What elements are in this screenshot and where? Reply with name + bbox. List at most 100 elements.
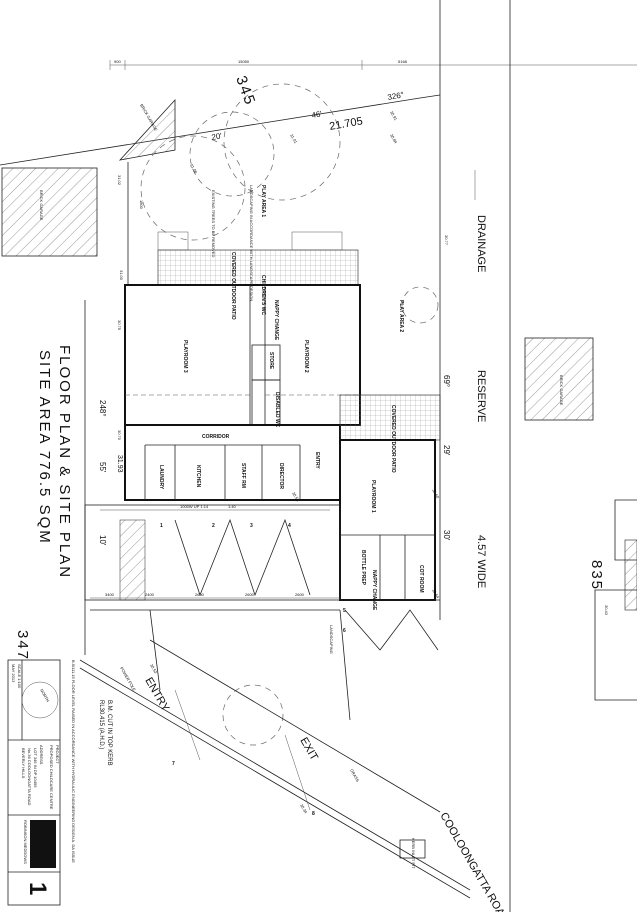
title-block-note-label: B.9/111.15 FLOOR LEVEL RAISED IN ACCORDA…	[71, 660, 76, 863]
site-landscaping-label: LANDSCAPING	[329, 625, 334, 654]
top-dimension: 900 15050 5168	[109, 59, 637, 70]
rooms-childrens-wc-label: CHILDREN'S WC	[260, 275, 266, 315]
levels-15-label: 30.34	[299, 803, 309, 815]
bearings-0-label: 326°	[387, 90, 405, 102]
rooms-covered-patio-label: COVERED OUTDOOR PATIO	[390, 405, 396, 473]
bays-5-label: 6	[343, 628, 346, 634]
rooms-playroom-3-label: PLAYROOM 3	[182, 340, 188, 373]
rooms-play-area-1-label: PLAY AREA 1	[260, 185, 266, 217]
bays-1-label: 2	[212, 523, 215, 529]
lot-835: 835	[588, 560, 605, 591]
site-area: SITE AREA 776.5 SQM	[36, 350, 53, 545]
title-block-project-label-label: PROJECT	[55, 745, 60, 764]
covered-patio-top: COVERED OUTDOOR PATIO	[157, 231, 359, 320]
site-exit-label: EXIT	[297, 736, 320, 763]
road-name: COOLOONGATTA ROAD	[437, 811, 510, 912]
levels-1-label: 31.08	[189, 163, 199, 175]
bearings: 326° 46' 20' 248° 55' 10' 69° 29' 30'	[98, 90, 451, 546]
bays-6-label: 7	[172, 761, 175, 767]
levels-5-label: 31.00	[119, 270, 124, 281]
firm-logo	[30, 820, 56, 868]
rooms-disabled-wc-label: DISABLED WC	[274, 392, 280, 428]
rooms-corridor-label: CORRIDOR	[202, 434, 230, 440]
bearings-8-label: 30'	[442, 530, 451, 541]
rooms-playroom-2-label: PLAYROOM 2	[303, 340, 309, 373]
site-grass-label: GRASS	[349, 768, 360, 783]
levels-14-label: 30.53	[149, 663, 159, 675]
bays-0-label: 1	[160, 523, 163, 529]
rooms-nappy-change-label: NAPPY CHANGE	[273, 300, 279, 341]
rooms-cot-room-label: COT ROOM	[418, 565, 424, 593]
levels-3-label: 30.84	[389, 133, 399, 145]
title-block-address-3-label: BEVERLY HILLS	[21, 748, 26, 779]
levels-13-label: 30.43	[604, 605, 609, 616]
boundary-dim: 21.705	[328, 115, 363, 133]
rooms-ramp-2-label: 1:40	[228, 504, 237, 509]
rooms-staff-rm-label: STAFF RM	[240, 463, 246, 488]
title-block: NORTH B.9/111.15 FLOOR LEVEL RAISED IN A…	[7, 659, 76, 906]
parking: 1000W UP 1:14 1:40 1 2 3 4 5 6 3400 2400…	[84, 504, 440, 721]
widths-1-label: 2400	[145, 592, 155, 597]
bearings-4-label: 55'	[98, 462, 107, 473]
title-block-address-label-label: ADDRESS	[39, 745, 44, 765]
widths-0-label: 3400	[105, 592, 115, 597]
bays-4-label: 5	[343, 608, 346, 614]
site-bm-rl-label: RL30.415 (A.H.D.)	[98, 700, 104, 749]
site-bm-label: B.M. CUT IN TOP KERB	[106, 700, 112, 766]
site-existing-trees-label: EXISTING TREES TO BE REMOVED	[211, 190, 216, 257]
reserve-width: 4.57 WIDE	[475, 535, 487, 588]
site-brick-garage-label: BRICK GARAGE	[559, 375, 564, 406]
spot-levels: 31.01 31.08 30.91 30.84 31.02 31.00 30.7…	[116, 110, 609, 815]
dimensions-top-mid-label: 15050	[238, 59, 250, 64]
existing-trees: EXISTING TREES TO BE REMOVED	[140, 83, 439, 746]
rooms-laundry-label: LAUNDRY	[158, 465, 164, 490]
bearings-7-label: 29'	[442, 445, 451, 456]
bearings-6-label: 69°	[442, 375, 451, 387]
levels-6-label: 30.77	[444, 235, 449, 246]
rooms-nappy-change-label: NAPPY CHANGE	[371, 570, 377, 611]
rooms-playroom-1-label: PLAYROOM 1	[370, 480, 376, 513]
sheet-number: 1	[24, 882, 51, 895]
building: PLAYROOM 3 PLAYROOM 2 CHILDREN'S WC NAPP…	[124, 275, 441, 611]
levels-7-label: 30.75	[117, 320, 122, 331]
bearings-2-label: 20'	[211, 131, 223, 142]
dimensions-left-setback-label: 1800	[139, 200, 144, 210]
site-boundary	[0, 0, 511, 912]
rooms-kitchen-label: KITCHEN	[195, 465, 201, 488]
road: 7 8 ENTRY EXIT COOLOONGATTA ROAD GRASS P…	[79, 639, 511, 912]
dimensions-top-right-label: 5168	[398, 59, 408, 64]
bays-2-label: 3	[250, 523, 253, 529]
drainage-label: DRAINAGE	[475, 215, 487, 272]
levels-0-label: 31.01	[289, 133, 299, 145]
rooms-play-area-1-note-label: LANDSCAPING IN ACCORDANCE WITH LANDSCAPE…	[249, 185, 254, 301]
bays-7-label: 8	[312, 811, 315, 817]
bearings-5-label: 10'	[98, 535, 107, 546]
site-entry-label: ENTRY	[142, 676, 171, 715]
levels-10-label: 30.55	[291, 491, 301, 503]
bays-3-label: 4	[288, 523, 291, 529]
rooms-store-label: STORE	[268, 352, 274, 370]
neighbour-garage-left: BRICK GARAGE	[1, 167, 98, 257]
rooms-entry-label: ENTRY	[314, 452, 320, 469]
title-block-north-label: NORTH	[39, 688, 50, 703]
title-block-project-label: PROPOSED CHILDCARE CENTRE	[49, 745, 54, 810]
rooms-play-area-2-label: PLAY AREA 2	[398, 300, 404, 332]
rooms-director-label: DIRECTOR	[278, 463, 284, 489]
widths-3-label: 2600	[245, 592, 255, 597]
widths-2-label: 2600	[195, 592, 205, 597]
neighbour-garage-right: BRICK GARAGE	[524, 337, 594, 421]
title-block-scale-label: SCALE 1:100	[17, 664, 22, 689]
rooms-ramp-1-label: 1000W UP 1:14	[180, 504, 209, 509]
neighbour-house-right	[594, 499, 637, 701]
bearings-3-label: 248°	[98, 400, 107, 417]
title-block-firm-label: ROBINSON MEDDOWS	[23, 820, 28, 864]
levels-9-label: 31.93	[116, 455, 123, 473]
rooms-bottle-prep-label: BOTTLE PREP	[360, 550, 366, 586]
lot-347: 347	[14, 630, 31, 661]
title-block-address-2-label: No.36 COOLOONGATTA ROAD	[27, 748, 32, 806]
play-area-1: PLAY AREA 1 LANDSCAPING IN ACCORDANCE WI…	[249, 185, 266, 301]
reserve-label: RESERVE	[475, 370, 487, 422]
title-block-address-1-label: LOT 346 IN DP 10495	[33, 748, 38, 788]
site-kerb-pit-label: KERB INLET PIT	[411, 838, 416, 869]
widths-4-label: 2600	[295, 592, 305, 597]
